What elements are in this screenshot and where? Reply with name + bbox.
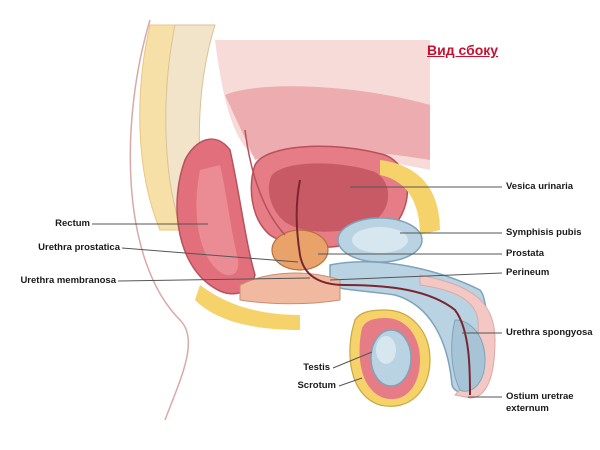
urethra-line — [295, 179, 471, 396]
label-ostium-line1: Ostium uretrae — [506, 391, 574, 402]
label-urethra-membranosa: Urethra membranosa — [20, 275, 116, 286]
bladder-lumen — [268, 163, 389, 232]
label-scrotum: Scrotum — [297, 380, 336, 391]
peritoneum — [225, 86, 430, 160]
label-vesica-urinaria: Vesica urinaria — [506, 181, 574, 192]
symphysis-inner — [352, 227, 408, 253]
vas-deferens — [244, 129, 286, 236]
perineum-fat — [195, 285, 300, 330]
diagram-title: Вид сбоку — [427, 42, 499, 58]
perineum-muscle — [239, 272, 341, 305]
label-rectum: Rectum — [55, 218, 90, 229]
label-ostium-line2: externum — [506, 403, 549, 414]
leader-scrotum — [338, 377, 363, 387]
testis-highlight — [376, 336, 396, 364]
leader-urethra-prostatica — [121, 247, 299, 263]
label-symphisis-pubis: Symphisis pubis — [506, 227, 582, 238]
leader-urethra-membranosa — [117, 277, 311, 282]
label-perineum: Perineum — [506, 267, 550, 278]
leader-testis — [332, 351, 373, 369]
body-outline — [129, 19, 190, 421]
label-testis: Testis — [303, 362, 330, 373]
bladder-fat — [380, 160, 440, 235]
label-urethra-spongyosa: Urethra spongyosa — [506, 327, 593, 338]
leader-perineum — [329, 272, 503, 281]
rectum-inner — [196, 165, 239, 276]
label-urethra-prostatica: Urethra prostatica — [38, 242, 120, 253]
label-prostata: Prostata — [506, 248, 545, 259]
